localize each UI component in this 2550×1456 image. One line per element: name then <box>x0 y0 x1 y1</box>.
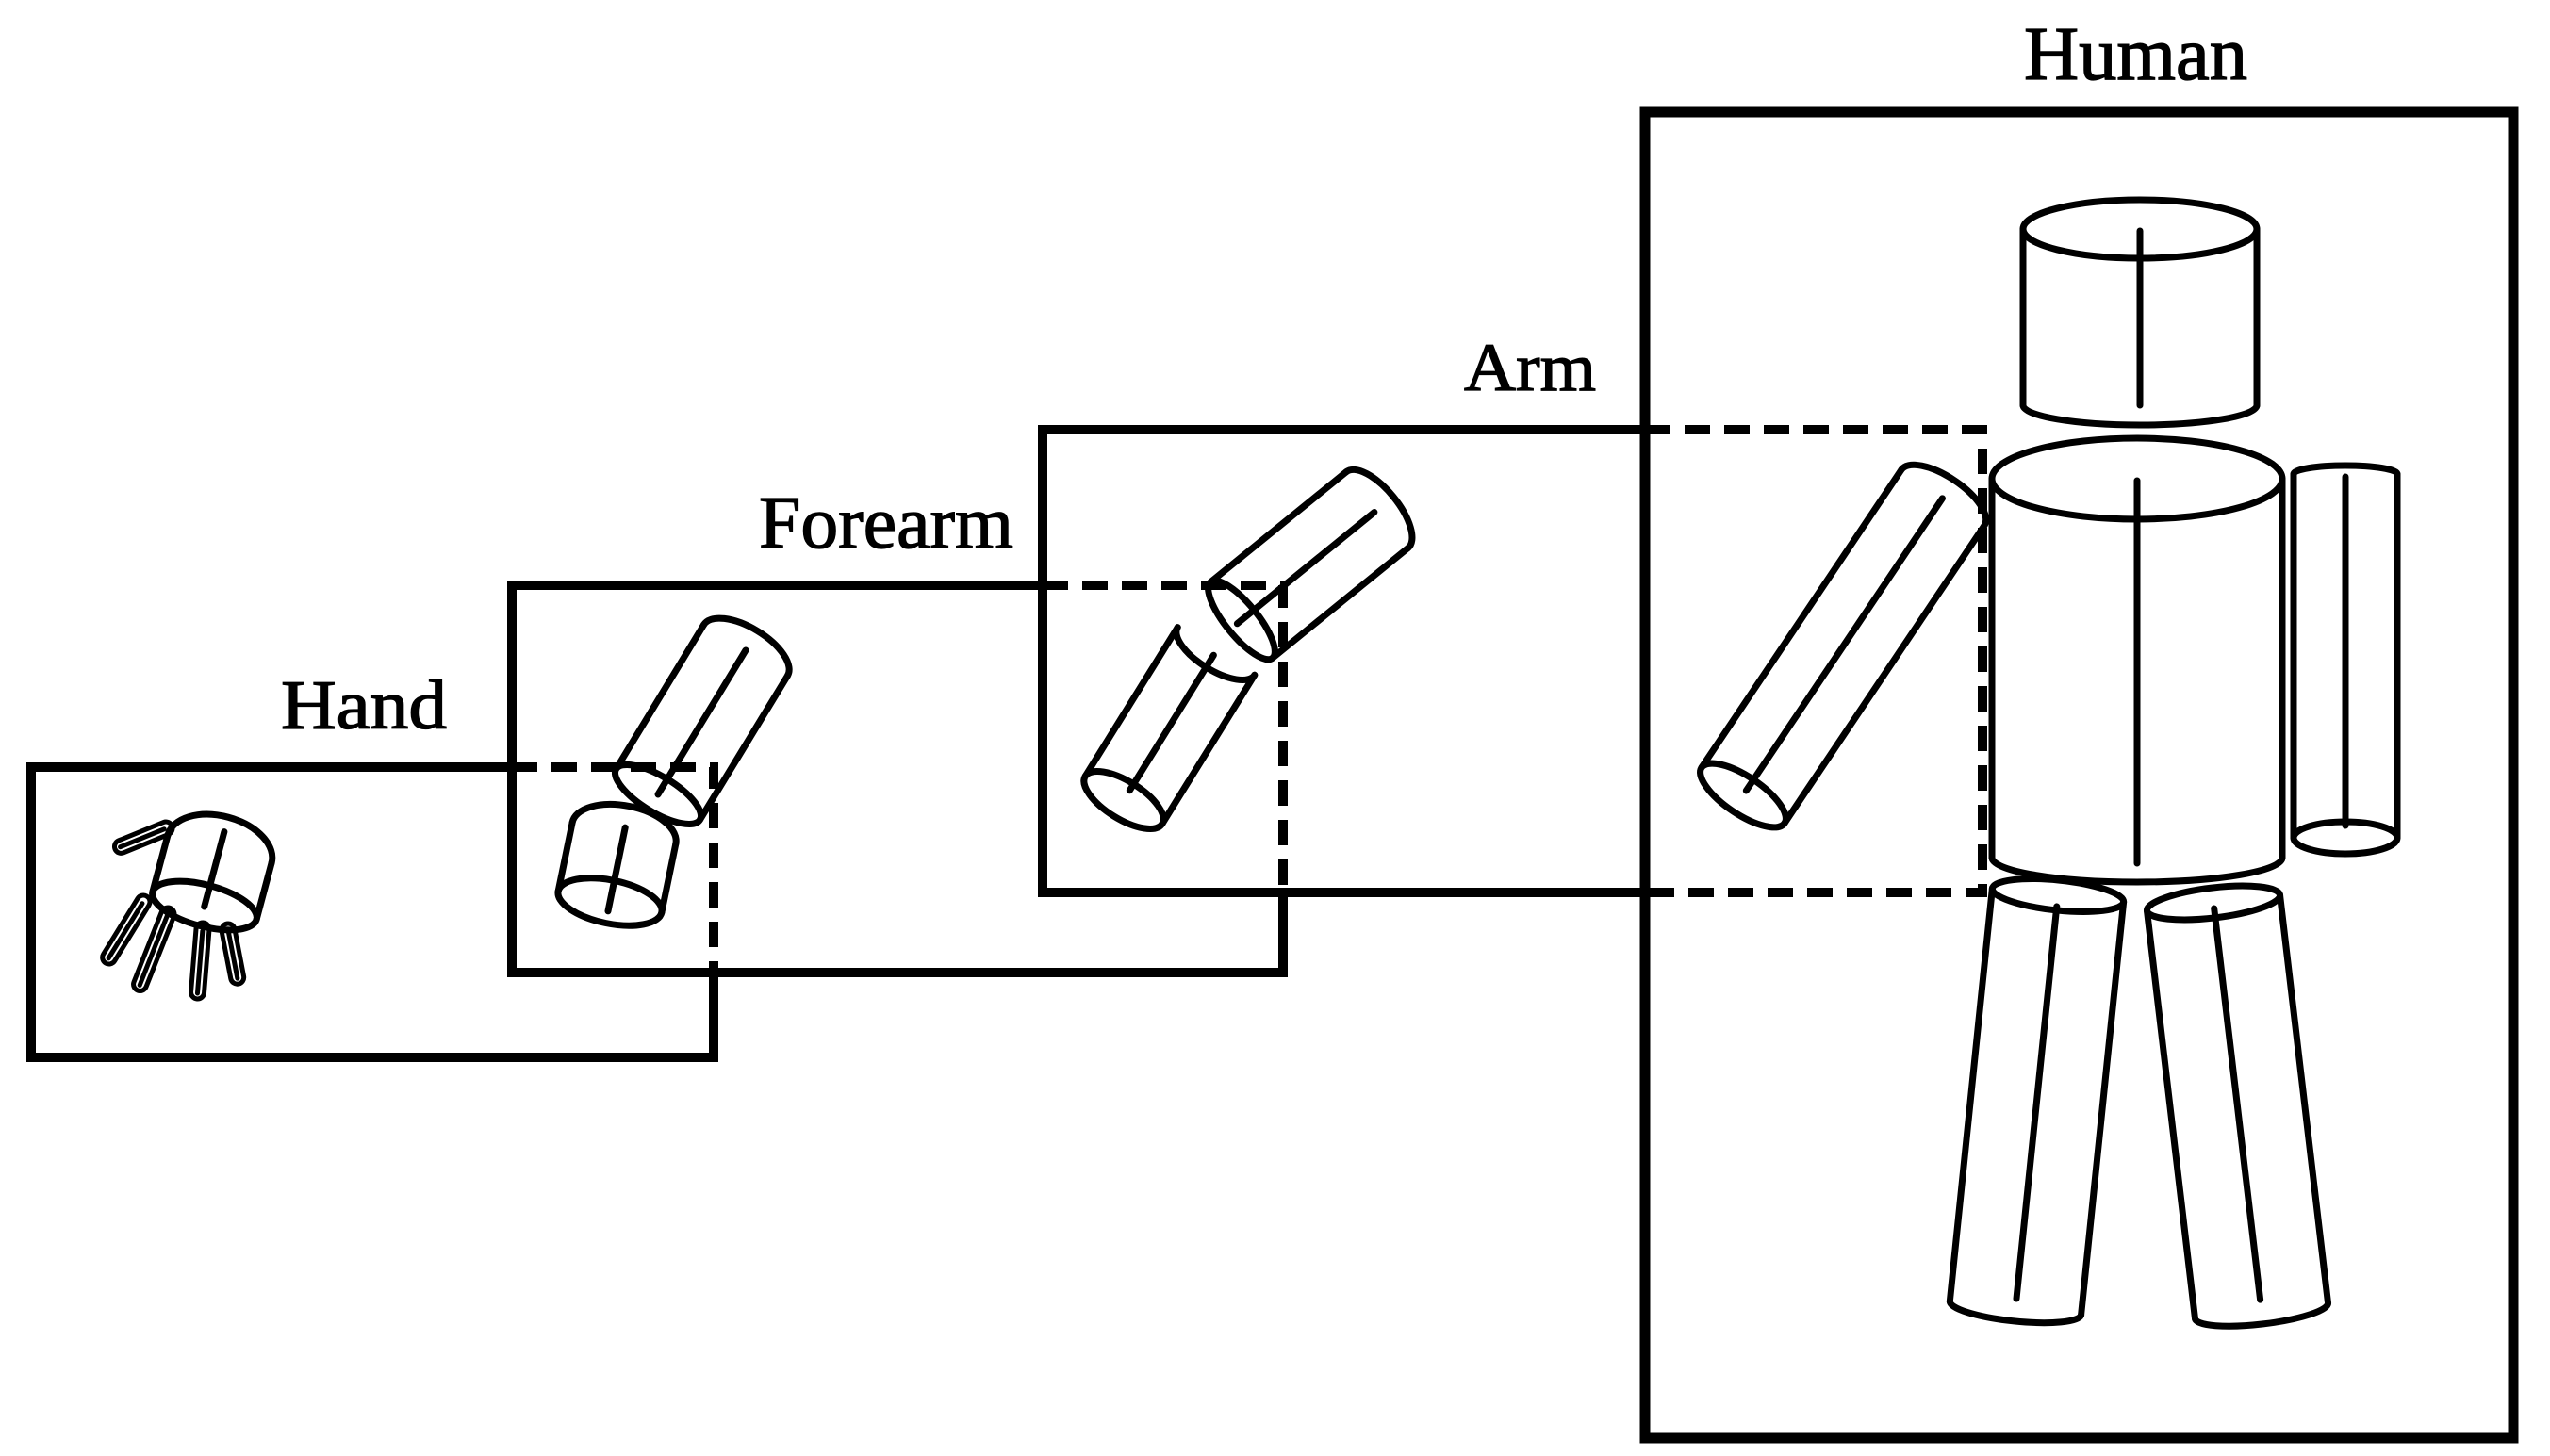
svg-text:Human: Human <box>2024 11 2247 96</box>
svg-text:Arm: Arm <box>1464 330 1596 405</box>
svg-text:Forearm: Forearm <box>759 483 1013 564</box>
svg-text:Hand: Hand <box>281 667 447 744</box>
